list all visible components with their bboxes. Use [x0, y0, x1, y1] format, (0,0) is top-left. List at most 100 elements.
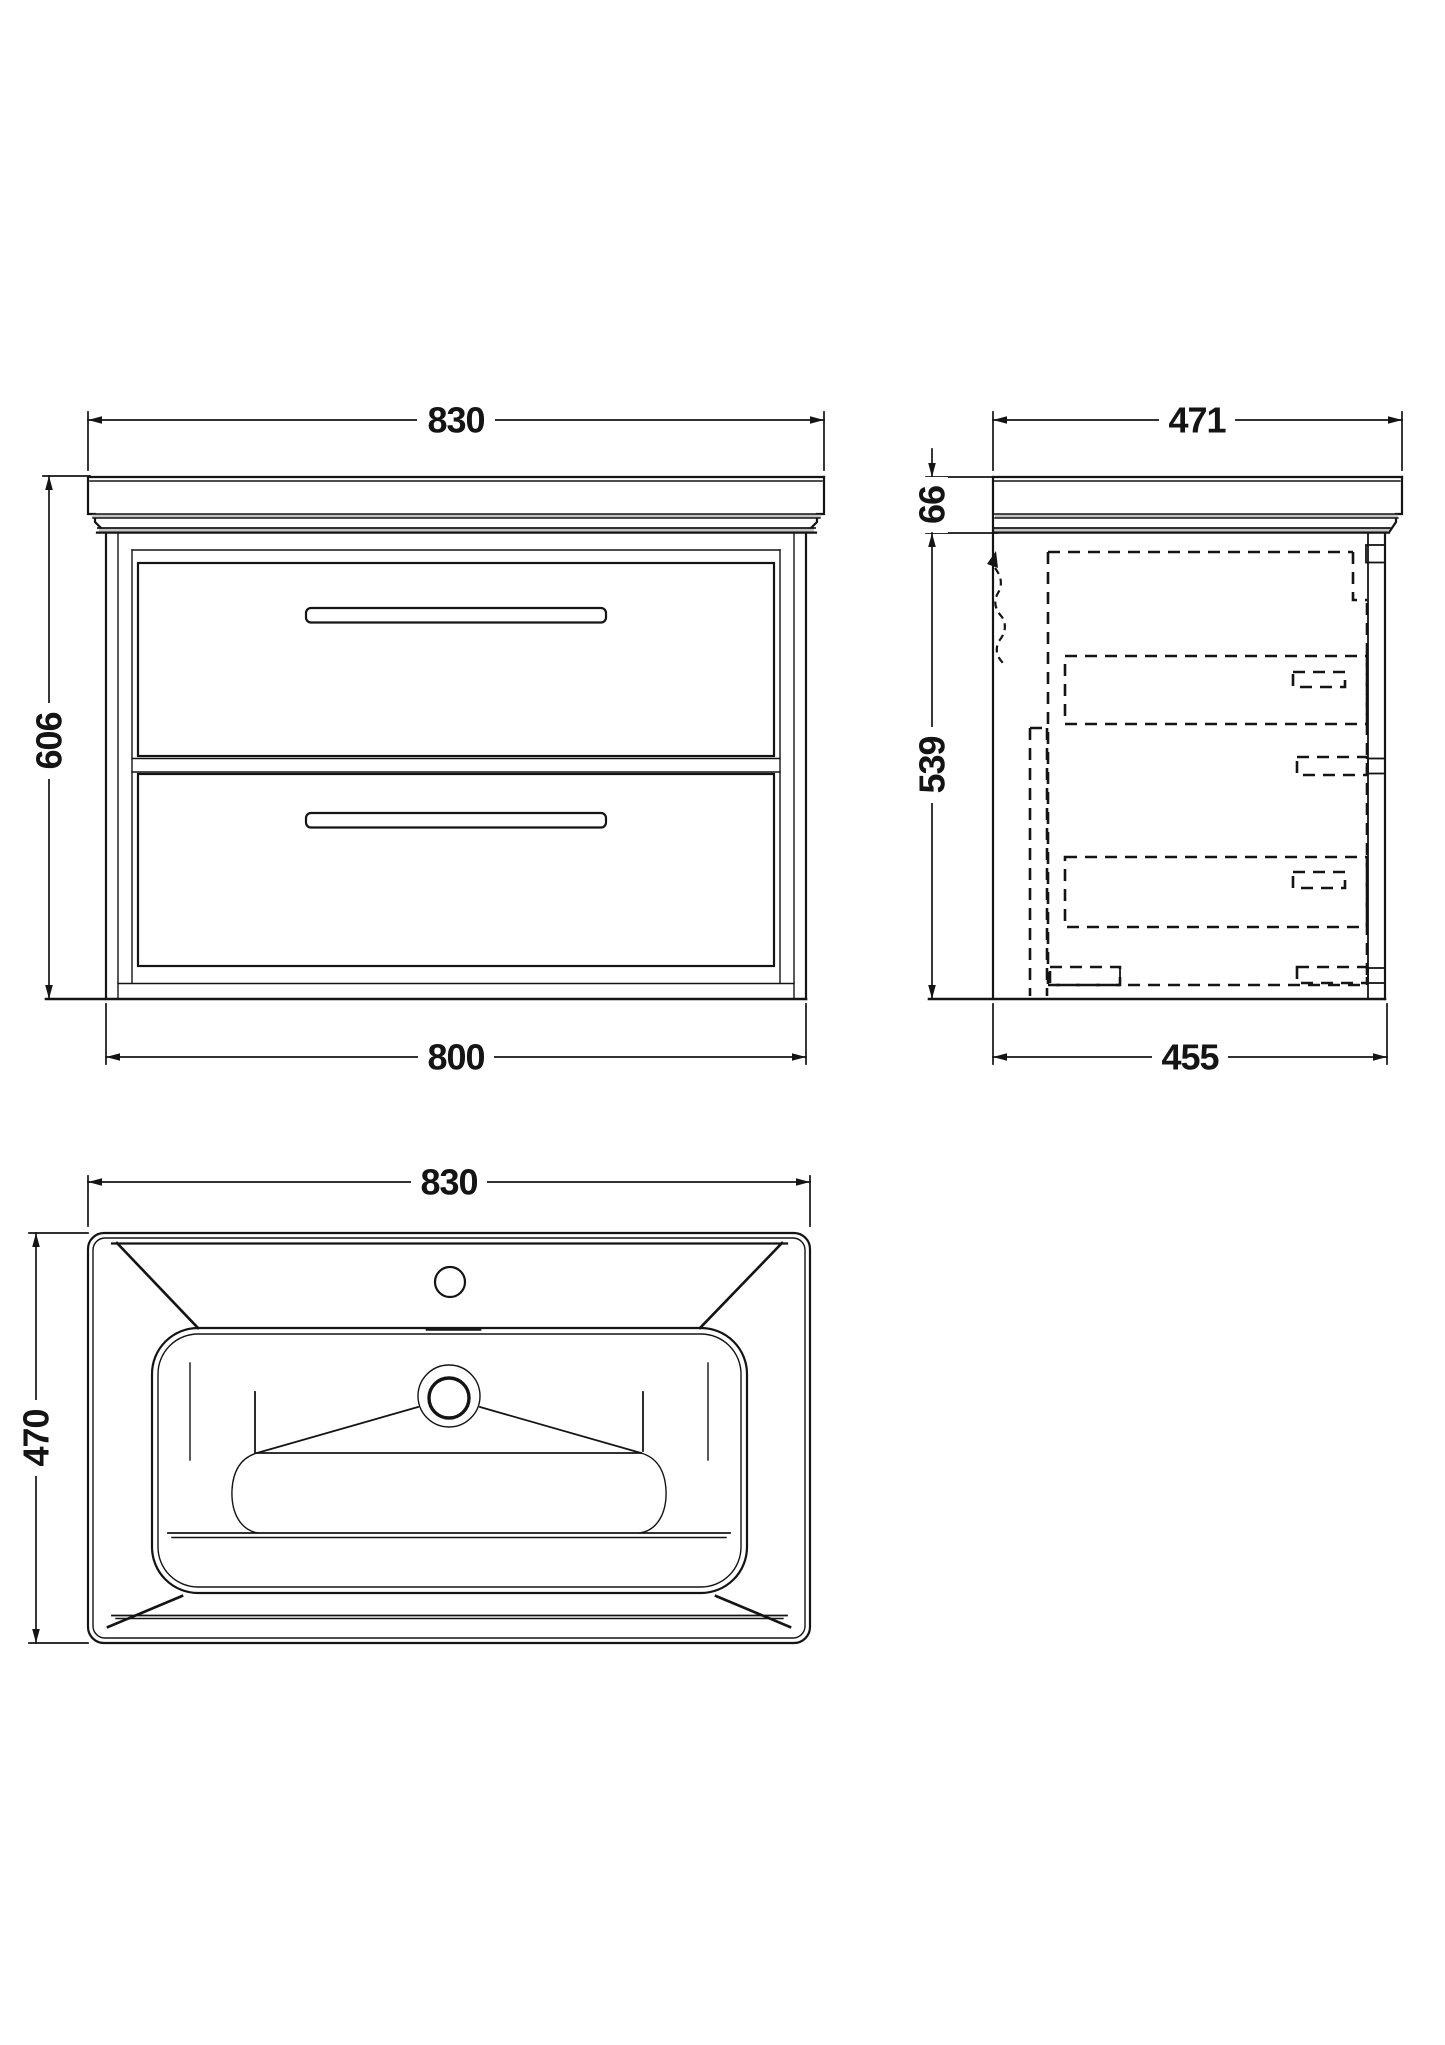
interior-step-hidden-line: [1351, 552, 1367, 602]
overflow-outer-ring: [417, 1364, 481, 1428]
dim-arrow-right: [792, 1053, 806, 1061]
front-view: [44, 475, 826, 1001]
drawer-2-handle: [304, 811, 608, 829]
wall-bracket-squiggle: [987, 551, 1006, 664]
overflow-icon: [417, 1364, 481, 1428]
dim-side-depth-top: 471: [992, 400, 1403, 471]
dim-label: 606: [29, 712, 70, 769]
worktop-shadow-band-upper: [92, 514, 821, 518]
bracket-arrow-icon: [987, 551, 998, 568]
overflow-inner-ring: [427, 1376, 471, 1420]
basin-outline: [86, 1231, 812, 1645]
dim-label-group: 539: [912, 727, 953, 803]
drain-slope-left: [255, 1405, 420, 1455]
dim-label-bg: [418, 1041, 494, 1073]
dim-arrow-left: [106, 1053, 120, 1061]
drawer-1-handle-hidden: [1291, 670, 1347, 689]
bowl-inner-edge: [157, 1333, 742, 1588]
corner-chamfer-top-left: [115, 1241, 200, 1330]
bottom-bracket-left-hidden: [1048, 965, 1122, 987]
dim-ext-lines: [105, 1003, 807, 1065]
dim-arrow-top: [928, 533, 936, 547]
tap-hole-icon: [433, 1265, 467, 1299]
molding-shadow-band: [99, 528, 814, 532]
side-worktop-front-profile: [1388, 475, 1404, 533]
dim-label: 539: [912, 736, 953, 793]
dim-side-cabinet-height: 539: [912, 532, 953, 1000]
flat-bottom-right-curve: [639, 1452, 667, 1534]
dim-label-bg: [916, 727, 948, 803]
mid-bracket-hidden: [1295, 755, 1369, 777]
corner-chamfer-bottom-right: [714, 1594, 792, 1629]
dim-plan-depth: 470: [16, 1232, 89, 1644]
dim-side-depth-bottom: 455: [992, 1003, 1388, 1078]
dim-label: 830: [420, 1162, 477, 1203]
dim-arrow-left: [993, 1053, 1007, 1061]
side-molding-shadow-band: [994, 528, 1389, 532]
dim-front-width-top: 830: [87, 400, 825, 471]
mid-bracket-solid: [1367, 757, 1386, 775]
bottom-bracket-right-hidden: [1295, 965, 1369, 985]
corner-chamfer-top-right: [698, 1241, 784, 1330]
dim-label: 471: [1168, 400, 1226, 441]
drain-slope-right: [478, 1405, 643, 1455]
dim-label-group: 606: [29, 703, 70, 779]
dim-arrow-down: [928, 463, 936, 477]
drawer-2-front: [136, 772, 776, 968]
dim-label-bg: [417, 404, 495, 436]
drawer-2-box-hidden: [1063, 855, 1369, 929]
side-view: [927, 475, 1404, 1001]
dim-label-group: 470: [16, 1400, 57, 1476]
front-drawer-1: [136, 561, 776, 758]
drawer-2-handle-hidden: [1291, 870, 1347, 890]
dim-arrow-top: [45, 476, 53, 490]
dim-arrow-bottom: [45, 985, 53, 999]
dim-arrow-right: [1373, 1053, 1387, 1061]
dim-label: 800: [427, 1037, 484, 1078]
side-worktop-shadow-band: [995, 514, 1398, 518]
dim-label: 470: [16, 1409, 57, 1466]
basin-outer-rim: [86, 1231, 812, 1645]
dim-arrow-bottom: [928, 985, 936, 999]
basin-inner-rim: [92, 1237, 806, 1639]
bottom-bracket-right-solid: [1367, 967, 1386, 984]
dim-arrow-bottom: [32, 1629, 40, 1643]
front-worktop: [86, 475, 826, 534]
basin-bowl: [150, 1326, 749, 1595]
dim-arrow-right: [796, 1178, 810, 1186]
dim-label: 455: [1161, 1037, 1219, 1078]
bowl-outer-edge: [150, 1326, 749, 1595]
dim-label-bg: [411, 1166, 487, 1198]
drawer-1-box-hidden: [1063, 654, 1369, 726]
bracket-squiggle-line: [994, 567, 1006, 664]
drawer-1-handle: [304, 606, 608, 624]
dim-arrow-left: [88, 1178, 102, 1186]
worktop-left-profile: [86, 475, 106, 533]
dim-ext-lines: [992, 1003, 1388, 1065]
dim-label: 66: [912, 486, 953, 524]
dim-label-bg: [916, 477, 948, 533]
side-worktop: [991, 475, 1404, 534]
flat-bottom-left-curve: [231, 1452, 259, 1534]
dim-front-width-bottom: 800: [105, 1003, 807, 1078]
dim-ext-lines: [28, 1232, 89, 1644]
side-hidden-details: [1028, 550, 1386, 996]
side-cabinet: [927, 475, 1387, 1001]
dim-arrow-right: [810, 416, 824, 424]
dim-arrow-right: [1388, 416, 1402, 424]
dim-label-bg: [20, 1400, 52, 1476]
dim-label-group: 66: [912, 477, 953, 533]
waste-recess-hidden-outline: [1028, 726, 1049, 996]
drawer-1-front: [136, 561, 776, 758]
dim-label-bg: [1152, 1041, 1228, 1073]
dim-ext-lines: [87, 1175, 811, 1227]
worktop-right-profile: [806, 475, 826, 533]
dim-front-height: 606: [29, 475, 91, 1000]
dim-label: 830: [427, 400, 484, 441]
dim-label-bg: [33, 703, 65, 779]
plan-view: [86, 1231, 812, 1645]
side-front-notch: [1365, 544, 1386, 564]
corner-chamfer-bottom-left: [106, 1594, 184, 1629]
